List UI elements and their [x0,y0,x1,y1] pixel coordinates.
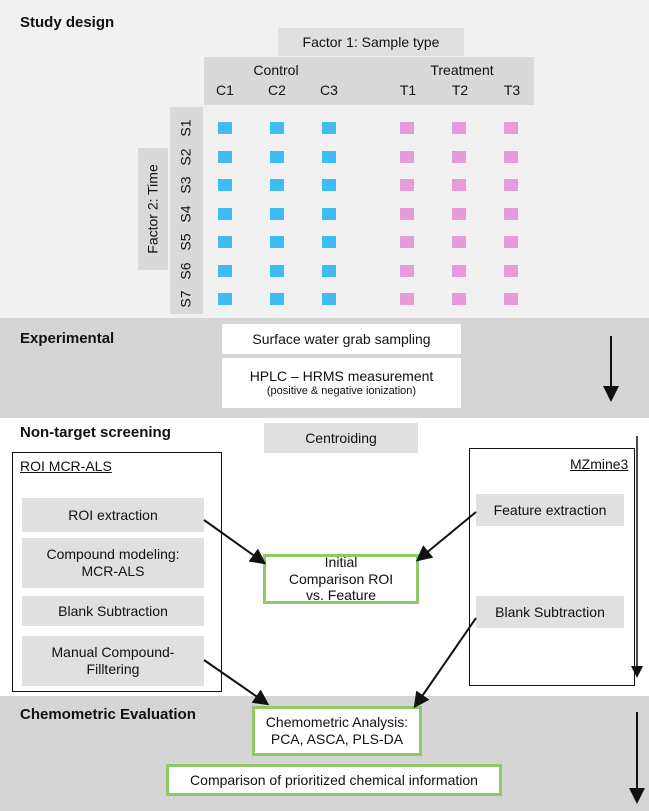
control-sample-c2-s1 [270,122,284,134]
treatment-sample-t3-s4 [504,207,518,220]
control-sample-c2-s4 [270,207,284,220]
control-sample-c1-s1 [218,122,232,134]
compound-modeling-step: Compound modeling: MCR-ALS [22,538,204,588]
treatment-sample-t1-s2 [400,150,414,163]
control-sample-c3-s7 [322,293,336,305]
experimental-title: Experimental [20,330,115,347]
control-sample-c2-s3 [270,179,284,191]
treatment-label: Treatment [430,62,494,78]
control-sample-c2-s5 [270,236,284,248]
control-sample-c3-s3 [322,179,336,191]
treatment-sample-t3-s1 [504,122,518,134]
arrow-feature-to-comparison [415,511,477,562]
non-target-screening-title: Non-target screening [20,424,171,441]
treatment-sample-t3-s2 [504,150,518,163]
treatment-sample-t1-s3 [400,179,414,191]
control-sample-c3-s1 [322,122,336,134]
arrow-filtering-to-chemometric [203,659,270,706]
time-row-labels [170,107,203,314]
manual-filtering-step: Manual Compound-Filltering [22,636,204,686]
mzmine3-label: MZmine3 [570,456,629,472]
hplc-hrms-sub: (positive & negative ionization) [266,384,417,397]
treatment-sample-t1-s4 [400,207,414,220]
control-sample-c3-s6 [322,264,336,277]
treatment-sample-t3-s7 [504,293,518,305]
control-sample-c1-s6 [218,264,232,277]
blank-subtraction-roi-step: Blank Subtraction [22,596,204,626]
treatment-sample-t1-s7 [400,293,414,305]
control-sample-c2-s2 [270,150,284,163]
treatment-sample-t3-s5 [504,236,518,248]
control-label: Control [253,62,299,78]
sample-type-header [204,57,534,105]
factor2-label: Factor 2: Time [138,148,168,270]
mzmine3-panel [469,448,635,686]
study-design-title: Study design [20,14,115,31]
treatment-sample-t2-s5 [452,236,466,248]
chemometric-analysis-box: Chemometric Analysis: PCA, ASCA, PLS-DA [252,706,422,756]
grab-sampling-step: Surface water grab sampling [222,324,461,354]
treatment-sample-t2-s2 [452,150,466,163]
centroiding-step: Centroiding [264,423,418,453]
col-c1: C1 [216,82,234,98]
control-sample-c1-s2 [218,150,232,163]
col-t2: T2 [451,82,469,98]
treatment-sample-t2-s6 [452,264,466,277]
hplc-hrms-main: HPLC – HRMS measurement [249,368,434,384]
control-sample-c1-s5 [218,236,232,248]
chemometric-evaluation-title: Chemometric Evaluation [20,706,196,723]
feature-extraction-step: Feature extraction [476,494,624,526]
col-c3: C3 [320,82,338,98]
initial-comparison-box: Initial Comparison ROI vs. Feature [263,554,419,604]
control-sample-c2-s6 [270,264,284,277]
roi-extraction-step: ROI extraction [22,498,204,532]
control-sample-c3-s2 [322,150,336,163]
control-sample-c1-s3 [218,179,232,191]
treatment-sample-t3-s3 [504,179,518,191]
col-t3: T3 [503,82,521,98]
treatment-sample-t1-s1 [400,122,414,134]
arrow-blank-to-chemometric [413,617,477,709]
hplc-hrms-step: HPLC – HRMS measurement (positive & nega… [222,358,461,408]
treatment-sample-t1-s6 [400,264,414,277]
treatment-sample-t3-s6 [504,264,518,277]
control-sample-c3-s4 [322,207,336,220]
roi-mcr-als-label: ROI MCR-ALS [20,458,112,474]
control-sample-c1-s7 [218,293,232,305]
blank-subtraction-mz-step: Blank Subtraction [476,596,624,628]
control-sample-c2-s7 [270,293,284,305]
treatment-sample-t2-s3 [452,179,466,191]
arrow-roi-to-comparison [203,519,267,565]
col-t1: T1 [399,82,417,98]
control-sample-c3-s5 [322,236,336,248]
treatment-sample-t2-s1 [452,122,466,134]
control-sample-c1-s4 [218,207,232,220]
prioritized-comparison-box: Comparison of prioritized chemical infor… [166,764,502,796]
treatment-sample-t1-s5 [400,236,414,248]
factor1-label: Factor 1: Sample type [278,28,464,56]
treatment-sample-t2-s7 [452,293,466,305]
treatment-sample-t2-s4 [452,207,466,220]
col-c2: C2 [268,82,286,98]
